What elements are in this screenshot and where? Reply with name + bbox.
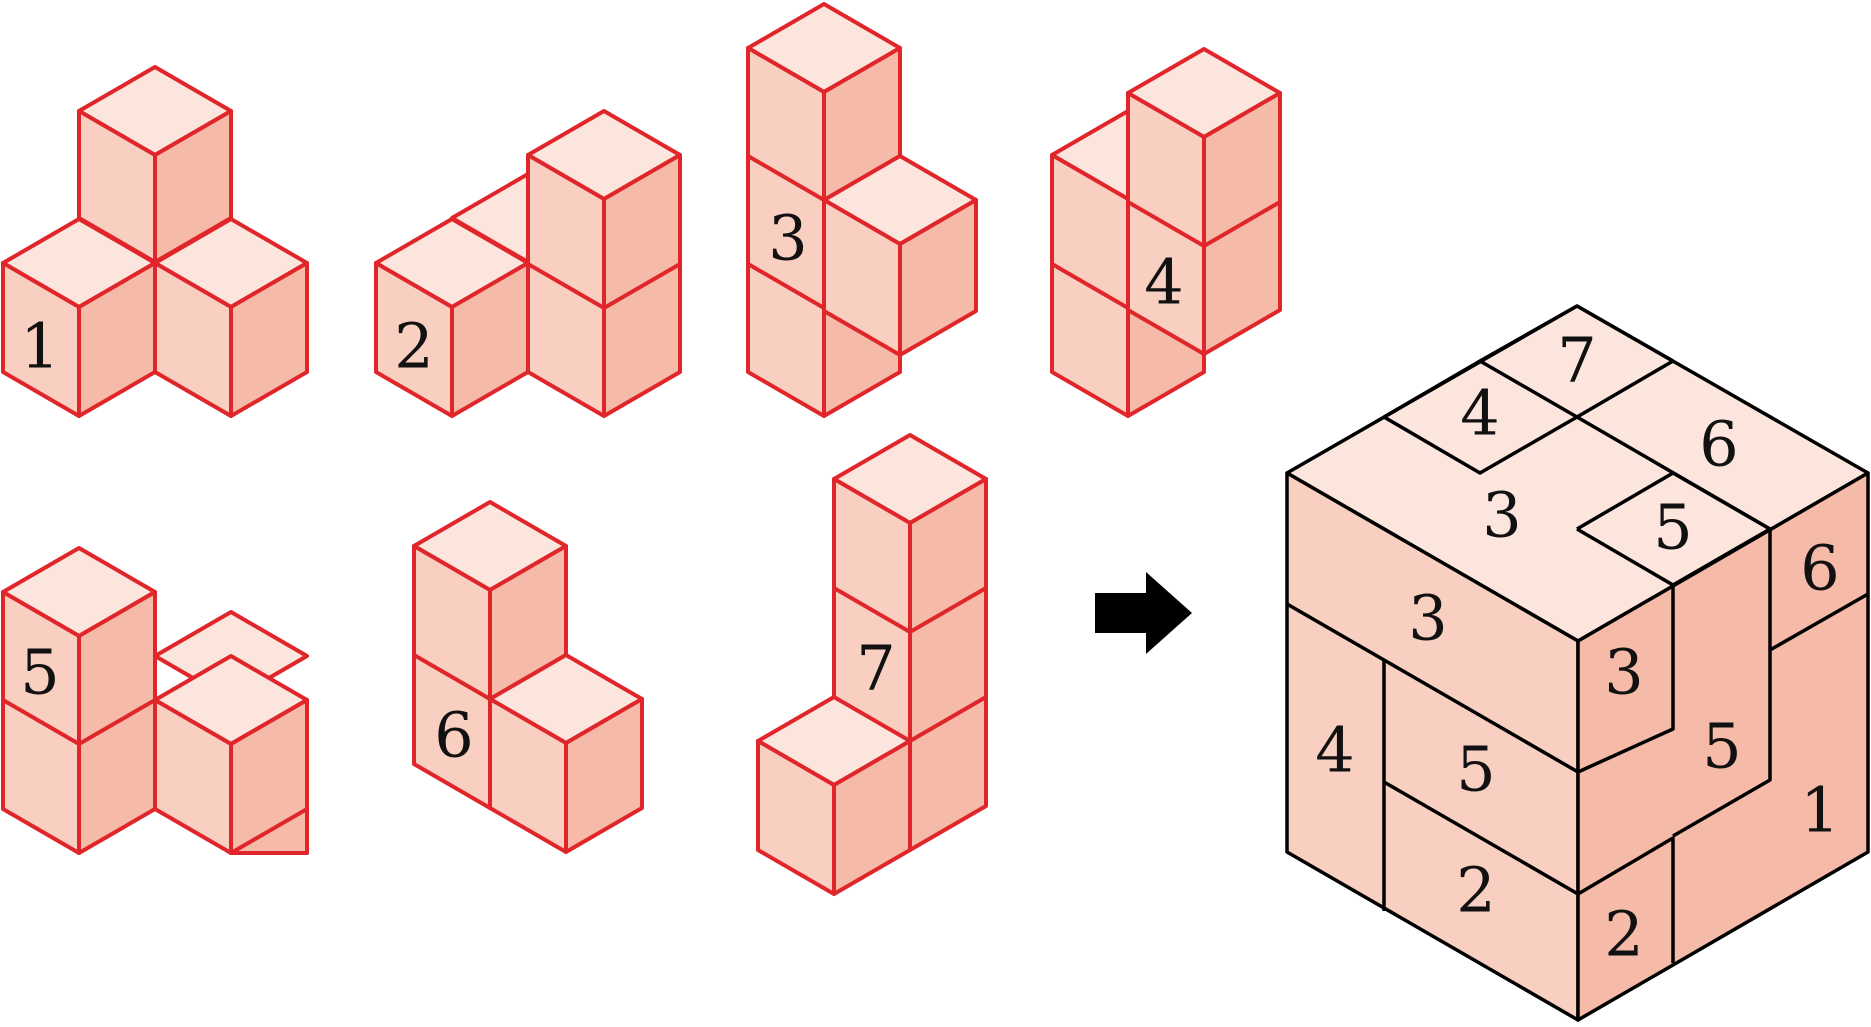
piece-7-label: 7 [856, 632, 895, 705]
piece-5-label: 5 [20, 636, 59, 709]
piece-6: 6 [412, 500, 644, 854]
cube-right-label-3: 3 [1604, 636, 1643, 709]
piece-3-label: 3 [768, 202, 807, 275]
piece-7: 7 [756, 433, 988, 896]
cube-right-piece-3 [1577, 585, 1675, 774]
cube-right-piece-2 [1577, 836, 1675, 963]
right-arrow-icon [1095, 572, 1192, 654]
piece-1-label: 1 [20, 310, 59, 383]
cube-right-label-2: 2 [1604, 898, 1643, 971]
piece-3: 3 [746, 2, 978, 418]
cube-left-label-4: 4 [1315, 714, 1354, 787]
cube-right-label-6: 6 [1800, 532, 1839, 605]
piece-5: 5 [1, 546, 309, 855]
cube-left-label-2: 2 [1456, 854, 1495, 927]
piece-4: 4 [1050, 47, 1282, 418]
cube-top-label-6: 6 [1699, 408, 1738, 481]
cube-left-label-5: 5 [1456, 733, 1495, 806]
cube-top-piece-7 [1479, 304, 1675, 419]
cube-right-line-5-1 [1672, 650, 1772, 838]
cube-right-label-1: 1 [1800, 774, 1839, 847]
cube-left-label-3: 3 [1408, 582, 1447, 655]
piece-1: 1 [1, 65, 309, 418]
piece-2-label: 2 [394, 310, 433, 383]
cube-top-label-5: 5 [1653, 491, 1692, 564]
piece-4-label: 4 [1144, 246, 1183, 319]
cube-top-label-4: 4 [1460, 377, 1499, 450]
cube-top-label-3: 3 [1482, 479, 1521, 552]
cube-left-line-b [1383, 658, 1579, 774]
piece-2: 2 [374, 109, 682, 418]
cube-top-label-7: 7 [1557, 324, 1596, 397]
piece-6-label: 6 [434, 699, 473, 772]
cube-right-label-5: 5 [1702, 710, 1741, 783]
cube-left-line-c [1383, 780, 1579, 896]
